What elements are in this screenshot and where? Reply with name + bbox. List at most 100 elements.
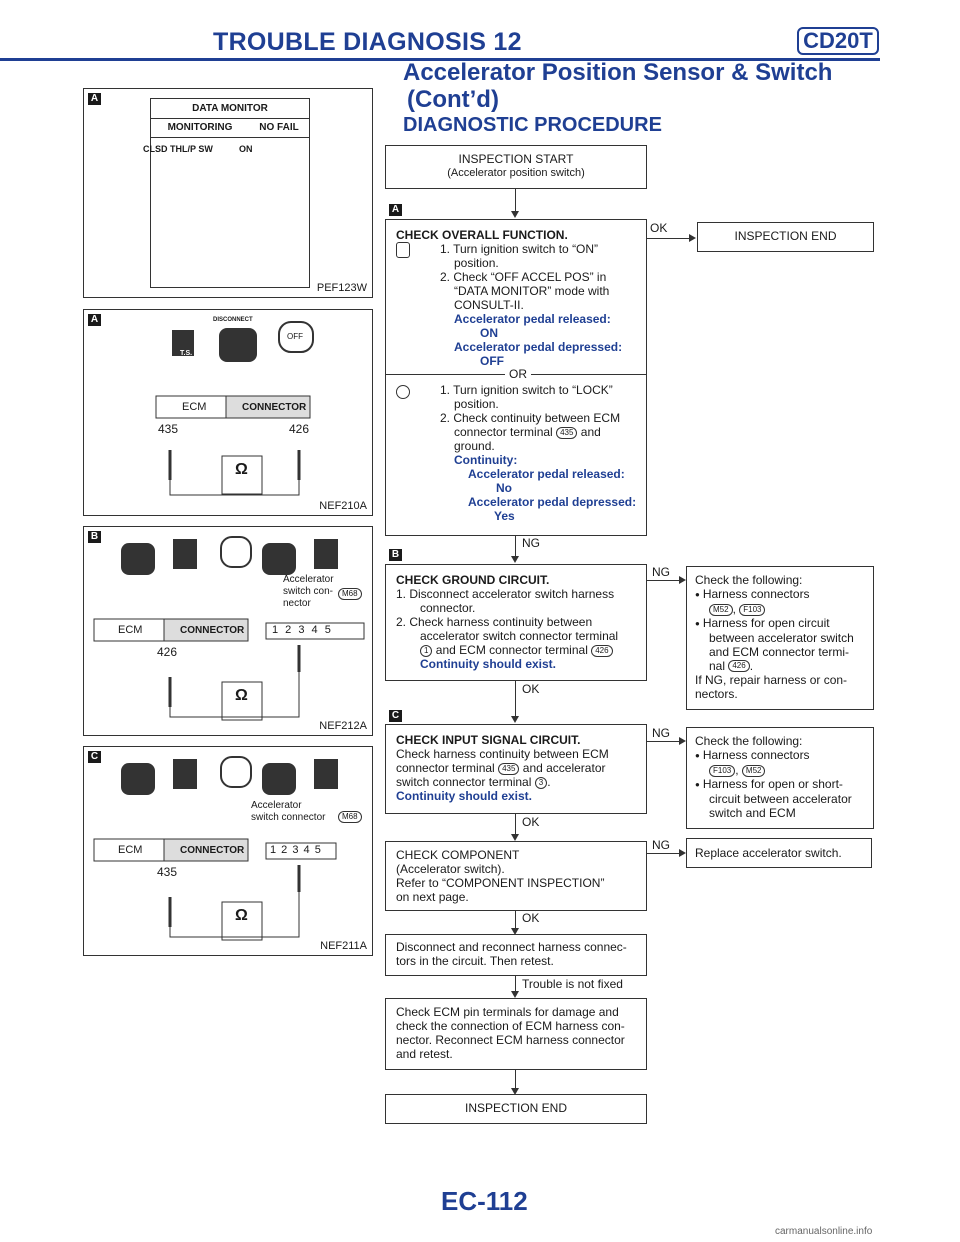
replace-switch-box: Replace accelerator switch. bbox=[686, 838, 872, 868]
flow-start-box: INSPECTION START (Accelerator position s… bbox=[385, 145, 647, 189]
side-text: nal bbox=[709, 658, 726, 673]
side-text: Harness connectors bbox=[695, 748, 873, 763]
connector-line bbox=[515, 680, 516, 717]
ng-label: NG bbox=[652, 565, 670, 579]
ohm-icon: Ω bbox=[235, 687, 248, 704]
connector-line bbox=[515, 188, 516, 212]
figure-continuity-ground: A T.S. DISCONNECT OFF ECM CONNECTOR 435 … bbox=[83, 309, 373, 516]
connector-line bbox=[646, 238, 690, 239]
engine-code-badge: CD20T bbox=[797, 27, 879, 55]
spec-text: Continuity should exist. bbox=[396, 789, 533, 803]
disconnect-icon bbox=[121, 543, 155, 575]
switch-connector-label: switch con- bbox=[283, 586, 334, 597]
ignition-off-icon bbox=[278, 321, 314, 353]
switch-connector-label: Accelerator bbox=[251, 800, 302, 811]
step-input-signal: CHECK INPUT SIGNAL CIRCUIT. Check harnes… bbox=[385, 724, 647, 814]
ts-icon bbox=[172, 330, 194, 356]
side-title: Check the following: bbox=[695, 573, 803, 587]
step-text: accelerator switch connector terminal bbox=[420, 629, 619, 643]
spec-text: Accelerator pedal depressed: bbox=[468, 495, 637, 509]
connector-line bbox=[515, 535, 516, 557]
arrow-down bbox=[511, 556, 519, 563]
step-marker: A bbox=[389, 204, 402, 216]
connector-line bbox=[646, 853, 680, 854]
figure-marker: B bbox=[88, 531, 101, 543]
arrow-right bbox=[679, 849, 686, 857]
ok-label: OK bbox=[522, 911, 540, 925]
step-text: and retest. bbox=[396, 1047, 453, 1061]
terminal-label: 435 bbox=[157, 865, 178, 879]
figure-input-signal: C Accelerator switch connector M68 ECM C… bbox=[83, 746, 373, 956]
arrow-down bbox=[511, 1088, 519, 1095]
ts-icon bbox=[314, 539, 338, 569]
step-text: and bbox=[580, 425, 601, 439]
figure-ground-circuit: B Accelerator switch con- nector M68 ECM… bbox=[83, 526, 373, 736]
step-marker: B bbox=[389, 549, 402, 561]
ohm-icon: Ω bbox=[235, 907, 248, 924]
connector-tag: M52 bbox=[709, 603, 733, 616]
side-text: nectors. bbox=[695, 686, 738, 701]
disconnect-icon bbox=[262, 543, 296, 575]
arrow-right bbox=[679, 737, 686, 745]
side-text: Harness for open circuit bbox=[695, 616, 873, 631]
step-text: connector. bbox=[420, 601, 476, 615]
step-text: check the connection of ECM harness con- bbox=[396, 1019, 625, 1033]
ecm-label: ECM bbox=[118, 624, 143, 636]
ground-check-box: Check the following: Harness connectors … bbox=[686, 566, 874, 710]
monitor-header-row: MONITORING NO FAIL bbox=[151, 119, 309, 138]
ground-circuit-diagram bbox=[93, 536, 365, 721]
connector-line bbox=[646, 580, 680, 581]
step-text: 1. Disconnect accelerator switch harness bbox=[396, 587, 615, 601]
pin-tag: 1 bbox=[420, 644, 433, 657]
step-text: and accelerator bbox=[522, 761, 606, 775]
monitor-value: ON bbox=[239, 144, 253, 154]
pin-tag: 3 bbox=[534, 776, 548, 789]
off-label: OFF bbox=[287, 332, 303, 341]
or-label: OR bbox=[505, 367, 531, 381]
terminal-tag: 426 bbox=[728, 660, 750, 673]
side-text: and ECM connector termi- bbox=[709, 644, 850, 659]
ecm-label: ECM bbox=[182, 401, 207, 413]
ok-label: OK bbox=[650, 221, 668, 235]
arrow-down bbox=[511, 834, 519, 841]
step-text: “DATA MONITOR” mode with bbox=[454, 284, 610, 298]
spec-value: Yes bbox=[494, 509, 515, 523]
arrow-right bbox=[679, 576, 686, 584]
step-text: tors in the circuit. Then retest. bbox=[396, 954, 554, 968]
step-text: connector terminal bbox=[396, 761, 495, 775]
step-ground-circuit: CHECK GROUND CIRCUIT. 1. Disconnect acce… bbox=[385, 564, 647, 681]
side-text: If NG, repair harness or con- bbox=[695, 672, 848, 687]
ts-icon bbox=[314, 759, 338, 789]
step-title: CHECK GROUND CIRCUIT. bbox=[396, 573, 550, 587]
switch-connector-label: switch connector bbox=[251, 812, 326, 823]
side-text: Harness for open or short- bbox=[695, 777, 873, 792]
connector-label: CONNECTOR bbox=[180, 625, 245, 636]
ignition-off-icon bbox=[220, 756, 252, 788]
spec-value: ON bbox=[480, 326, 498, 340]
trouble-not-fixed-label: Trouble is not fixed bbox=[522, 977, 623, 991]
page-subtitle-line1: Accelerator Position Sensor & Switch bbox=[403, 59, 833, 86]
figure-marker: A bbox=[88, 314, 101, 326]
figure-id: NEF211A bbox=[320, 940, 367, 952]
ok-label: OK bbox=[522, 815, 540, 829]
monitor-col-status: NO FAIL bbox=[259, 122, 299, 133]
data-monitor-screen: DATA MONITOR MONITORING NO FAIL CLSD THL… bbox=[143, 98, 310, 288]
arrow-down bbox=[511, 928, 519, 935]
connector-tag: M52 bbox=[741, 764, 766, 777]
disconnect-icon bbox=[121, 763, 155, 795]
step-text: 2. Check continuity between ECM bbox=[440, 411, 621, 425]
arrow-down bbox=[511, 716, 519, 723]
arrow-down bbox=[511, 991, 519, 998]
connector-tag: F103 bbox=[739, 603, 766, 616]
switch-connector-label: nector bbox=[283, 598, 311, 609]
step-text: Refer to “COMPONENT INSPECTION” bbox=[396, 876, 605, 890]
step-text: (Accelerator switch). bbox=[396, 862, 505, 876]
pin-numbers: 1 2 3 4 5 bbox=[270, 844, 322, 856]
terminal-label: 426 bbox=[157, 645, 178, 659]
terminal-tag: 435 bbox=[498, 762, 520, 775]
step-text: nector. Reconnect ECM harness connector bbox=[396, 1033, 625, 1047]
monitor-item-row: CLSD THL/P SW ON bbox=[143, 141, 309, 157]
figure-marker: C bbox=[88, 751, 101, 763]
step-text: CHECK COMPONENT bbox=[396, 848, 520, 862]
flow-start-line: INSPECTION START bbox=[458, 152, 574, 166]
